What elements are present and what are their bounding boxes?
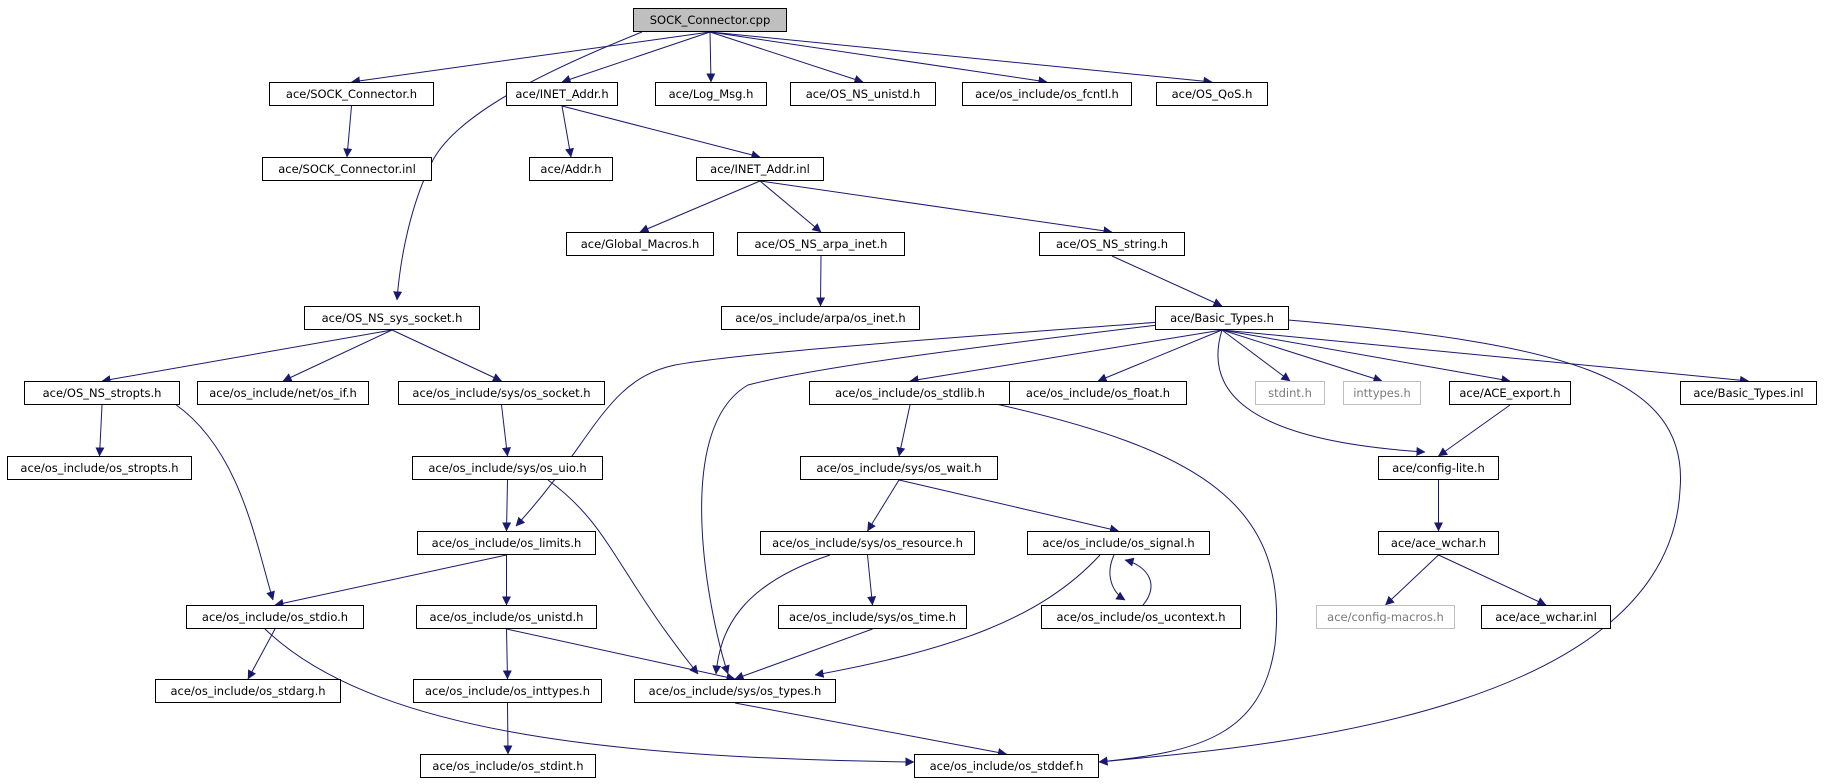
edge-os-stdlib-to-os-wait — [896, 404, 911, 457]
edge-ace-wchar-h-to-config-macros — [1385, 554, 1439, 606]
edge-os-unistd-to-os-inttypes — [502, 628, 512, 680]
graph-node-ace-wchar-h[interactable]: ace/ace_wchar.h — [1378, 531, 1499, 555]
graph-node-os-stdlib[interactable]: ace/os_include/os_stdlib.h — [809, 381, 1011, 405]
graph-node-inet-addr-inl[interactable]: ace/INET_Addr.inl — [696, 157, 824, 181]
edge-inet-addr-h-to-addr-h — [561, 105, 574, 158]
graph-node-inttypes-h: inttypes.h — [1343, 381, 1421, 405]
graph-node-os-ns-arpa[interactable]: ace/OS_NS_arpa_inet.h — [737, 232, 905, 256]
graph-node-os-resource[interactable]: ace/os_include/sys/os_resource.h — [760, 531, 975, 555]
edge-basic-types-h-to-stdint-h — [1221, 329, 1291, 382]
edge-ace-export-to-config-lite — [1438, 404, 1511, 457]
graph-node-os-fcntl[interactable]: ace/os_include/os_fcntl.h — [962, 82, 1132, 106]
edge-os-uio-to-os-types — [547, 479, 699, 675]
graph-node-basic-types-inl[interactable]: ace/Basic_Types.inl — [1680, 381, 1817, 405]
edge-os-ns-string-to-basic-types-h — [1111, 255, 1223, 307]
edge-os-signal-to-os-types — [814, 554, 1101, 678]
graph-node-basic-types-h[interactable]: ace/Basic_Types.h — [1155, 306, 1289, 330]
graph-node-os-stdio[interactable]: ace/os_include/os_stdio.h — [186, 605, 364, 629]
edge-root-to-inet-addr-h — [561, 31, 711, 84]
graph-node-os-limits[interactable]: ace/os_include/os_limits.h — [417, 531, 596, 555]
graph-node-os-ns-unistd[interactable]: ace/OS_NS_unistd.h — [790, 82, 936, 106]
edge-sock-conn-h-to-sock-conn-inl — [343, 105, 353, 158]
edge-os-ns-sys-socket-to-os-if — [282, 329, 393, 382]
graph-node-os-float[interactable]: ace/os_include/os_float.h — [1009, 381, 1187, 405]
edge-os-resource-to-os-types — [712, 554, 831, 675]
edge-basic-types-h-to-os-limits — [515, 321, 1161, 527]
graph-node-os-inet[interactable]: ace/os_include/arpa/os_inet.h — [721, 306, 920, 330]
graph-node-os-signal[interactable]: ace/os_include/os_signal.h — [1027, 531, 1210, 555]
graph-node-os-uio[interactable]: ace/os_include/sys/os_uio.h — [412, 456, 603, 480]
graph-node-root: SOCK_Connector.cpp — [633, 8, 787, 32]
edge-basic-types-h-to-os-float — [1097, 329, 1223, 382]
edge-os-wait-to-os-signal — [898, 479, 1119, 534]
edge-inet-addr-inl-to-global-macros — [639, 180, 761, 233]
graph-node-addr-h[interactable]: ace/Addr.h — [529, 157, 613, 181]
edge-os-unistd-to-os-types — [506, 628, 736, 682]
edge-root-to-os-qos — [709, 31, 1213, 86]
edge-os-time-to-os-types — [734, 628, 873, 681]
graph-node-config-lite[interactable]: ace/config-lite.h — [1378, 456, 1499, 480]
edge-os-ns-sys-socket-to-os-ns-stropts — [101, 329, 393, 384]
graph-node-config-macros: ace/config-macros.h — [1316, 605, 1455, 629]
edge-ace-wchar-h-to-ace-wchar-inl — [1438, 554, 1547, 606]
edge-os-signal-to-os-ucontext — [1109, 554, 1126, 601]
edge-root-to-sock-conn-h — [351, 31, 711, 86]
edge-os-stdio-to-os-stddef — [264, 628, 915, 767]
graph-node-os-stddef[interactable]: ace/os_include/os_stddef.h — [914, 754, 1099, 778]
graph-node-os-ucontext[interactable]: ace/os_include/os_ucontext.h — [1041, 605, 1241, 629]
graph-node-os-inttypes[interactable]: ace/os_include/os_inttypes.h — [413, 679, 602, 703]
graph-node-os-ns-sys-socket[interactable]: ace/OS_NS_sys_socket.h — [304, 306, 480, 330]
graph-node-os-ns-stropts[interactable]: ace/OS_NS_stropts.h — [24, 381, 180, 405]
graph-node-os-stdarg[interactable]: ace/os_include/os_stdarg.h — [155, 679, 341, 703]
edge-basic-types-h-to-ace-export — [1221, 329, 1511, 384]
edge-os-ns-sys-socket-to-os-socket — [391, 329, 502, 382]
edge-root-to-os-ns-sys-socket — [393, 31, 643, 301]
graph-node-sock-conn-inl[interactable]: ace/SOCK_Connector.inl — [262, 157, 432, 181]
graph-node-stdint-h: stdint.h — [1255, 381, 1325, 405]
graph-node-inet-addr-h[interactable]: ace/INET_Addr.h — [506, 82, 618, 106]
edge-os-ns-stropts-to-os-stdio — [174, 403, 275, 601]
graph-node-os-stdint[interactable]: ace/os_include/os_stdint.h — [420, 754, 596, 778]
edge-root-to-os-fcntl — [709, 31, 1048, 86]
edge-inet-addr-inl-to-os-ns-arpa — [759, 180, 822, 233]
edge-os-stdlib-to-os-stddef — [995, 403, 1277, 766]
edge-root-to-os-ns-unistd — [709, 31, 864, 84]
edge-os-stdio-to-os-stdarg — [247, 628, 276, 680]
edge-basic-types-h-to-os-stdlib — [909, 329, 1223, 385]
graph-node-os-unistd[interactable]: ace/os_include/os_unistd.h — [416, 605, 597, 629]
graph-node-os-socket[interactable]: ace/os_include/sys/os_socket.h — [398, 381, 605, 405]
edge-inet-addr-inl-to-os-ns-string — [759, 180, 1113, 236]
edge-os-ns-arpa-to-os-inet — [816, 255, 826, 307]
edge-root-to-log-msg — [706, 31, 716, 83]
graph-node-global-macros[interactable]: ace/Global_Macros.h — [566, 232, 714, 256]
edge-basic-types-h-to-config-lite — [1217, 329, 1426, 456]
graph-node-ace-wchar-inl[interactable]: ace/ace_wchar.inl — [1481, 605, 1611, 629]
graph-node-os-wait[interactable]: ace/os_include/sys/os_wait.h — [800, 456, 998, 480]
edge-os-resource-to-os-time — [867, 554, 877, 606]
edge-basic-types-h-to-basic-types-inl — [1221, 329, 1749, 385]
graph-node-log-msg[interactable]: ace/Log_Msg.h — [655, 82, 767, 106]
graph-node-os-qos[interactable]: ace/OS_QoS.h — [1156, 82, 1268, 106]
graph-node-sock-conn-h[interactable]: ace/SOCK_Connector.h — [269, 82, 434, 106]
edge-os-types-to-os-stddef — [734, 702, 1007, 757]
graph-node-os-types[interactable]: ace/os_include/sys/os_types.h — [634, 679, 836, 703]
edge-basic-types-h-to-os-stddef — [1098, 319, 1682, 766]
edge-os-ns-stropts-to-os-stropts — [95, 404, 105, 457]
edge-basic-types-h-to-inttypes-h — [1221, 329, 1383, 383]
edge-inet-addr-h-to-inet-addr-inl — [561, 105, 761, 160]
edge-os-uio-to-os-limits — [502, 479, 512, 532]
edge-os-wait-to-os-resource — [867, 479, 900, 532]
graph-node-ace-export[interactable]: ace/ACE_export.h — [1449, 381, 1571, 405]
edge-basic-types-h-to-os-types — [701, 323, 1167, 675]
edge-os-ucontext-to-os-signal — [1124, 557, 1152, 606]
graph-node-os-if[interactable]: ace/os_include/net/os_if.h — [197, 381, 369, 405]
edge-os-inttypes-to-os-stdint — [503, 702, 513, 755]
graph-node-os-stropts[interactable]: ace/os_include/os_stropts.h — [7, 456, 192, 480]
edge-os-limits-to-os-stdio — [274, 554, 507, 608]
graph-node-os-ns-string[interactable]: ace/OS_NS_string.h — [1039, 232, 1185, 256]
edge-os-socket-to-os-uio — [501, 404, 511, 457]
graph-node-os-time[interactable]: ace/os_include/sys/os_time.h — [778, 605, 967, 629]
